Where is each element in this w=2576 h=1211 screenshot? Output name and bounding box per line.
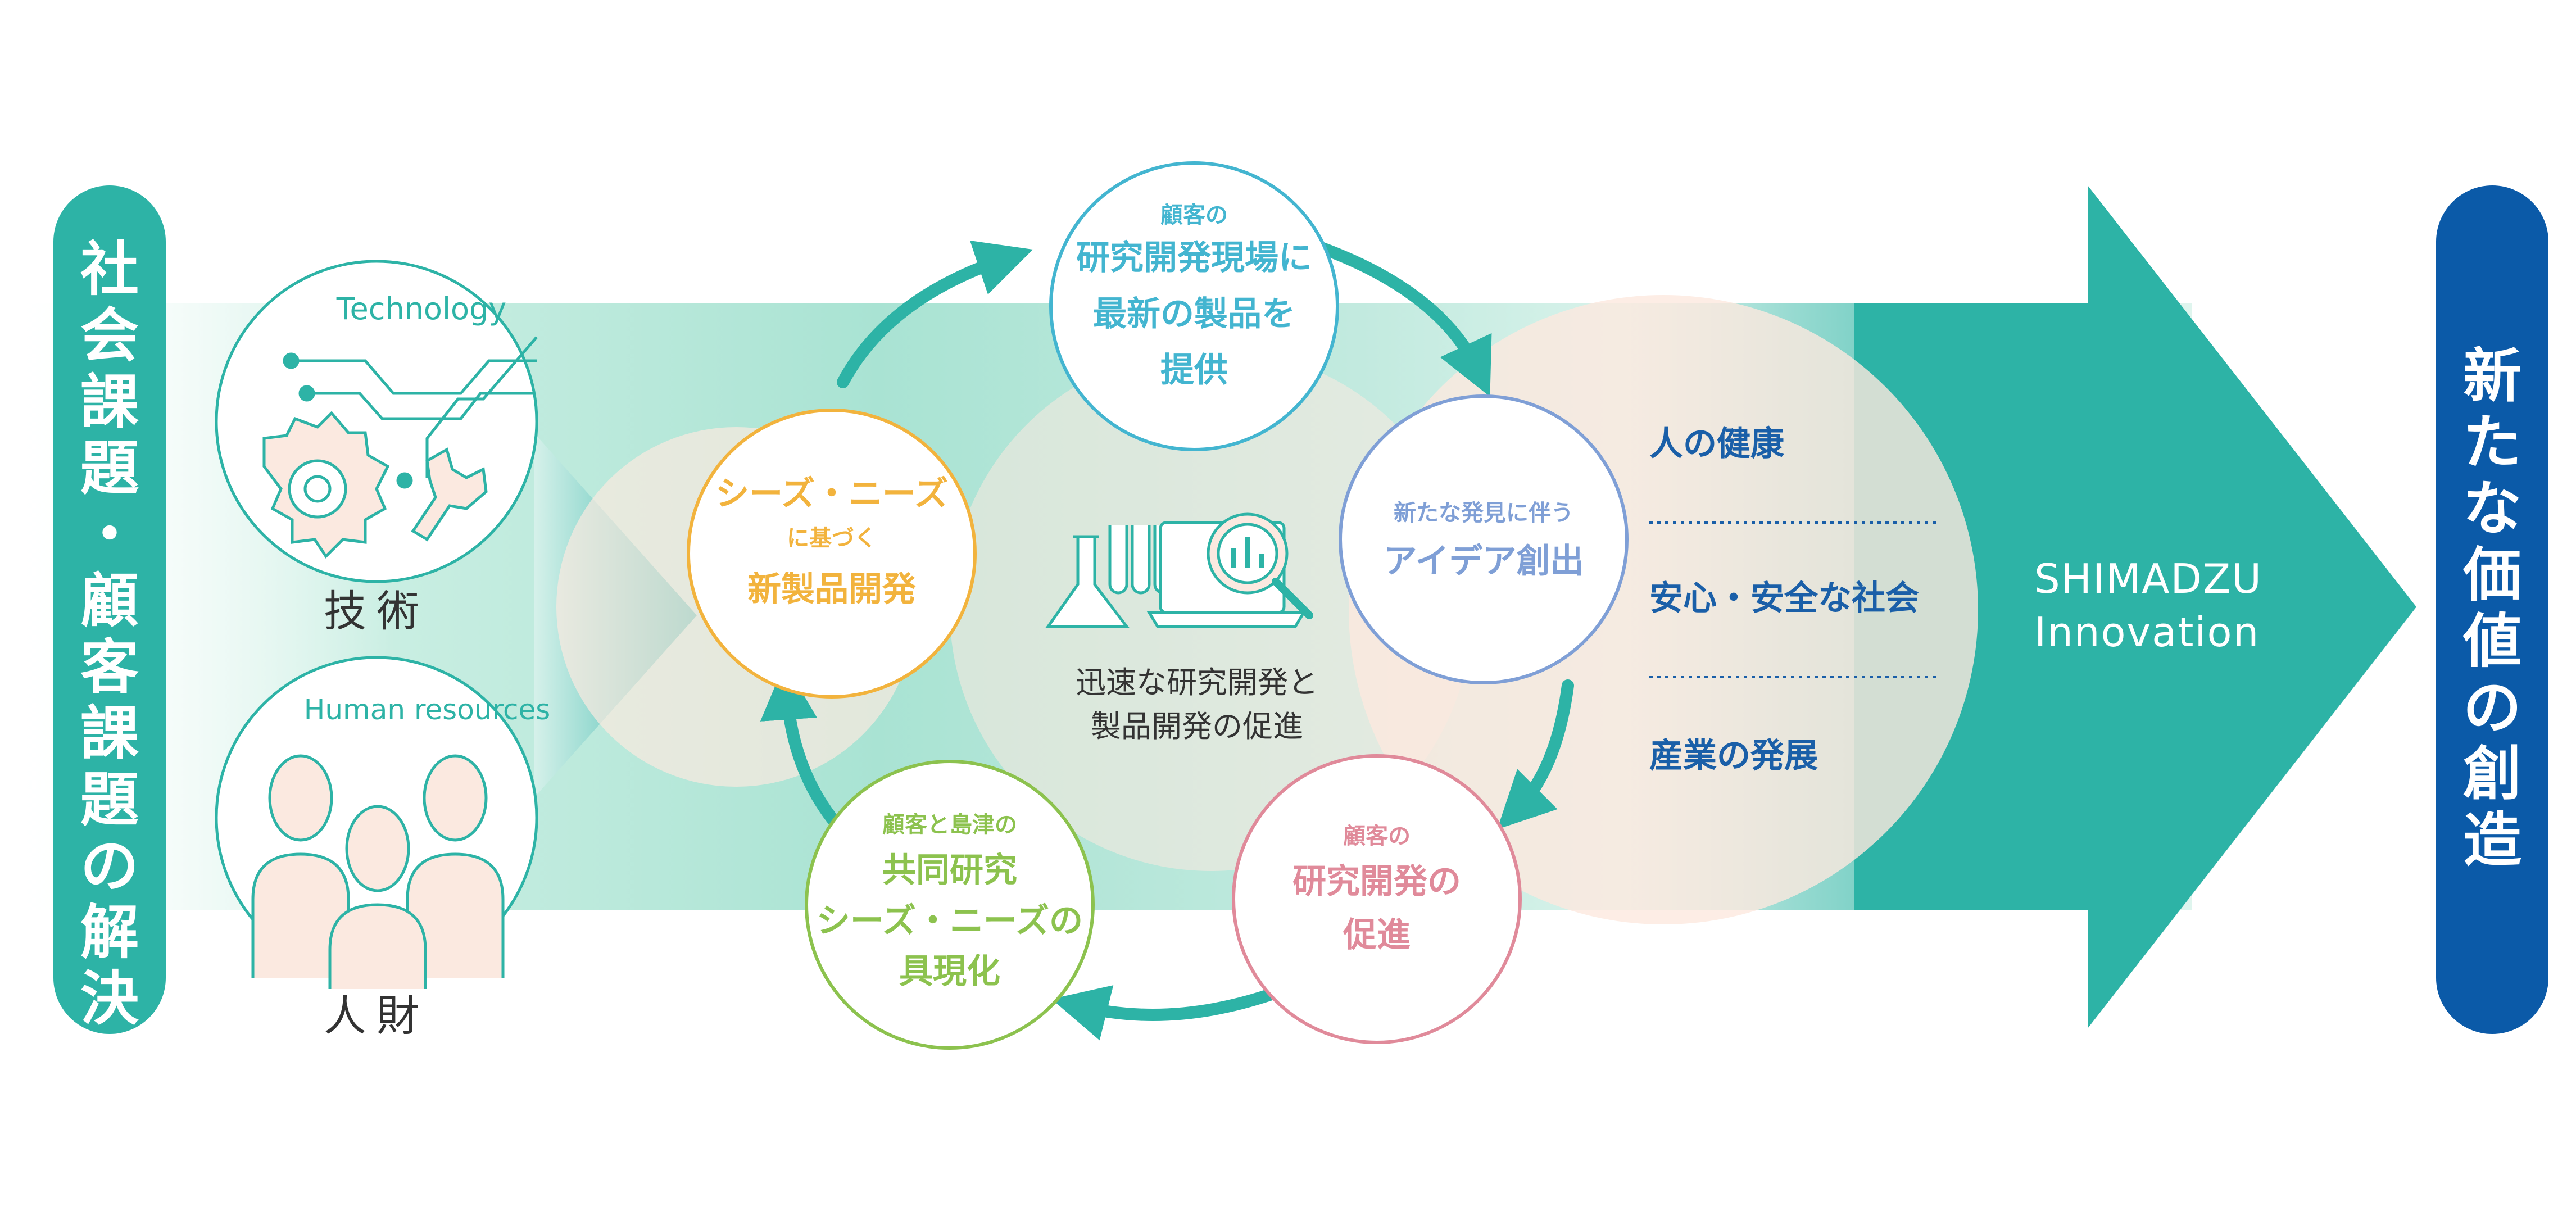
cycle-right-line1: 新たな発見に伴う: [1394, 500, 1573, 526]
pill-char: た: [2462, 408, 2521, 477]
cycle-top-line3: 最新の製品を: [1093, 294, 1295, 334]
cycle-bottomleft-line2: 共同研究: [882, 851, 1017, 890]
pill-char: 課: [80, 368, 139, 436]
pill-char: な: [2462, 474, 2521, 543]
main-arrow-head: [2088, 185, 2416, 1028]
magnifier-icon: [1207, 512, 1313, 619]
arrow-right-to-bottomright: [1497, 679, 1574, 829]
wrench-icon: [411, 447, 488, 542]
center-caption-line1: 迅速な研究開発と: [1076, 665, 1318, 700]
left-pill: [53, 185, 166, 1034]
cycle-circle-bottom-right: [1232, 754, 1522, 1044]
cycle-circle-bottom-left: [805, 760, 1095, 1050]
human-en-label: Human resources: [303, 693, 551, 726]
center-caption-line2: 製品開発の促進: [1091, 709, 1303, 744]
cycle-circle-right: [1339, 394, 1629, 684]
pill-char: の: [2462, 673, 2521, 742]
pill-char: 造: [2462, 806, 2521, 874]
cycle-bottomright-line1: 顧客の: [1343, 823, 1411, 849]
cycle-bottomleft-line1: 顧客と島津の: [882, 812, 1017, 838]
cycle-top-line2: 研究開発現場に: [1076, 238, 1312, 278]
cycle-left-line3: 新製品開発: [747, 570, 916, 609]
arrow-top-to-right: [1298, 235, 1492, 397]
cycle-bottomleft-line3: シーズ・ニーズの: [817, 901, 1083, 941]
cycle-bottomleft-line4: 具現化: [899, 952, 1000, 991]
pill-char: 題: [80, 765, 139, 834]
arrow-bottomleft-to-left: [760, 663, 849, 838]
left-pill-label: 社会課題・顧客課題の解決: [53, 236, 166, 1032]
pill-char: の: [80, 832, 139, 900]
right-pill: [2436, 185, 2548, 1034]
outcome-health: 人の健康: [1649, 424, 1784, 464]
pill-char: 決: [80, 964, 139, 1033]
technology-en-label: Technology: [336, 291, 507, 326]
pill-char: 値: [2462, 607, 2521, 675]
cycle-circle-left: [687, 409, 977, 699]
arrow-bottomright-to-bottomleft: [1051, 985, 1276, 1041]
cycle-top-line4: 提供: [1160, 351, 1228, 390]
flask-icon: [1045, 535, 1130, 628]
cycle-top-line1: 顧客の: [1160, 202, 1228, 228]
pill-char: 社: [80, 235, 139, 303]
right-pill-label: 新たな価値の創造: [2436, 343, 2548, 873]
arrow-label-line2: Innovation: [2034, 609, 2260, 656]
cycle-arrows: [760, 235, 1574, 1041]
cycle-bottomright-line2: 研究開発の: [1292, 862, 1461, 901]
pill-char: 会: [80, 301, 139, 370]
pill-char: 顧: [80, 566, 139, 635]
pill-char: ・: [80, 500, 139, 569]
arrow-left-to-top: [837, 241, 1033, 388]
pill-char: 題: [80, 434, 139, 502]
human-jp-label: 人財: [324, 991, 429, 1041]
cycle-left-line2: に基づく: [787, 525, 877, 551]
arrow-label-line1: SHIMADZU: [2034, 555, 2262, 602]
pill-char: 創: [2462, 740, 2521, 808]
people-icon: [251, 754, 505, 989]
cycle-bottomright-line3: 促進: [1343, 915, 1411, 955]
gear-icon: [262, 411, 390, 559]
technology-jp-label: 技術: [324, 586, 429, 636]
pill-char: 客: [80, 633, 139, 701]
pill-char: 解: [80, 898, 139, 967]
pill-char: 課: [80, 699, 139, 768]
cycle-left-line1: シーズ・ニーズ: [715, 474, 948, 514]
pill-char: 価: [2462, 541, 2521, 609]
cycle-circle-top: [1049, 161, 1339, 451]
outcome-industry: 産業の発展: [1649, 736, 1818, 775]
pill-char: 新: [2462, 342, 2521, 410]
outcome-safe-society: 安心・安全な社会: [1649, 579, 1919, 618]
cycle-right-line2: アイデア創出: [1383, 542, 1584, 581]
circuit-icon: [283, 336, 538, 489]
